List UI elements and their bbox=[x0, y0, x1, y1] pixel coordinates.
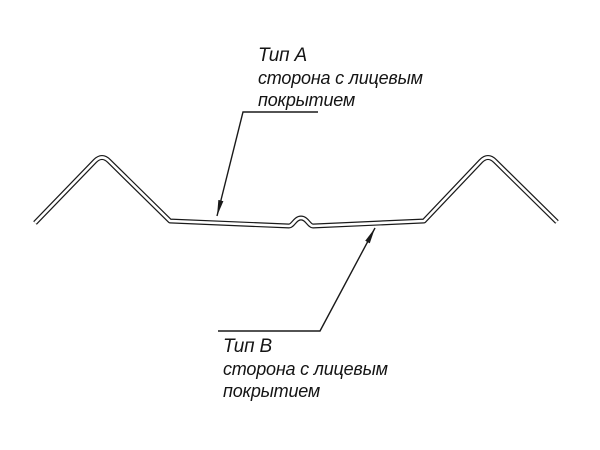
profile-sheet-core bbox=[34, 156, 558, 228]
leader-line-type-a bbox=[216, 111, 318, 217]
label-type-a-title: Тип A bbox=[258, 45, 307, 66]
leader-line-type-b bbox=[218, 227, 376, 332]
label-type-a-desc-line2: покрытием bbox=[258, 90, 356, 110]
label-type-b-title: Тип B bbox=[223, 336, 272, 357]
label-type-b-desc-line1: сторона с лицевым bbox=[223, 359, 388, 379]
profile-sheet-outline bbox=[33, 155, 559, 229]
label-type-a: Тип A сторона с лицевым покрытием bbox=[258, 45, 423, 111]
label-type-b-desc-line2: покрытием bbox=[223, 381, 321, 401]
label-type-b: Тип B сторона с лицевым покрытием bbox=[223, 336, 388, 402]
label-type-a-desc-line1: сторона с лицевым bbox=[258, 68, 423, 88]
